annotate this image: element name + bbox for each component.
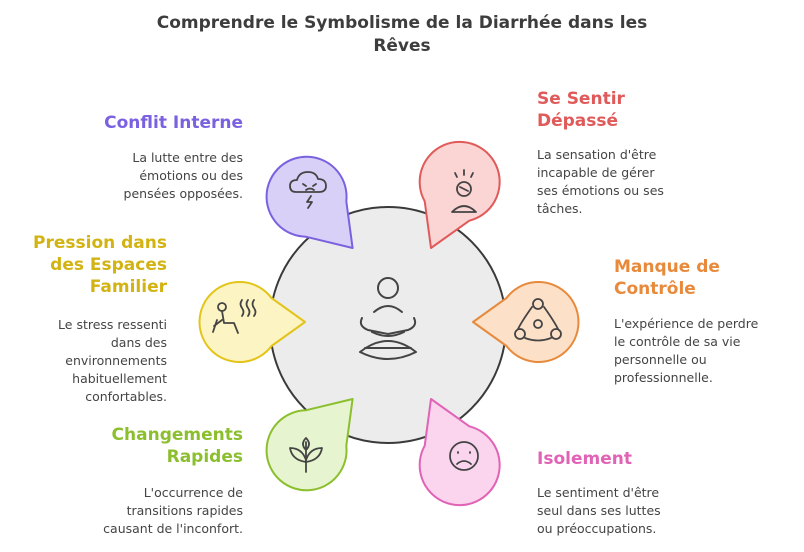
title-line-1: Comprendre le Symbolisme de la Diarrhée … — [156, 13, 648, 33]
meditation-person-icon — [359, 277, 417, 360]
heading-depasse: Se Sentir Dépassé — [537, 89, 625, 131]
heading-conflit: Conflit Interne — [104, 113, 243, 133]
desc-changements: L'occurrence de transitions rapides caus… — [103, 485, 243, 536]
desc-depasse: La sensation d'être incapable de gérer s… — [537, 147, 664, 216]
bubble-isolement — [418, 398, 501, 507]
hot-seat-icon — [212, 299, 257, 334]
bubble-controle — [472, 281, 580, 363]
page-title: Comprendre le Symbolisme de la Diarrhée … — [0, 12, 804, 58]
desc-conflit: La lutte entre des émotions ou des pensé… — [123, 150, 243, 201]
storm-cloud-icon — [289, 171, 327, 209]
sad-face-icon — [449, 441, 479, 471]
desc-isolement: Le sentiment d'être seul dans ses luttes… — [537, 485, 661, 536]
desc-pression: Le stress ressenti dans des environnemen… — [58, 317, 167, 404]
desc-controle: L'expérience de perdre le contrôle de sa… — [614, 316, 759, 385]
fidget-spinner-icon — [514, 298, 562, 342]
leaf-icon — [289, 437, 323, 473]
bubble-pression — [198, 281, 306, 363]
stressed-person-icon — [451, 169, 477, 213]
heading-changements: Changements Rapides — [111, 425, 243, 467]
heading-controle: Manque de Contrôle — [614, 257, 720, 299]
center-circle — [269, 206, 507, 444]
heading-isolement: Isolement — [537, 449, 632, 469]
heading-pression: Pression dans des Espaces Familier — [33, 233, 167, 297]
title-line-2: Rêves — [373, 36, 431, 56]
